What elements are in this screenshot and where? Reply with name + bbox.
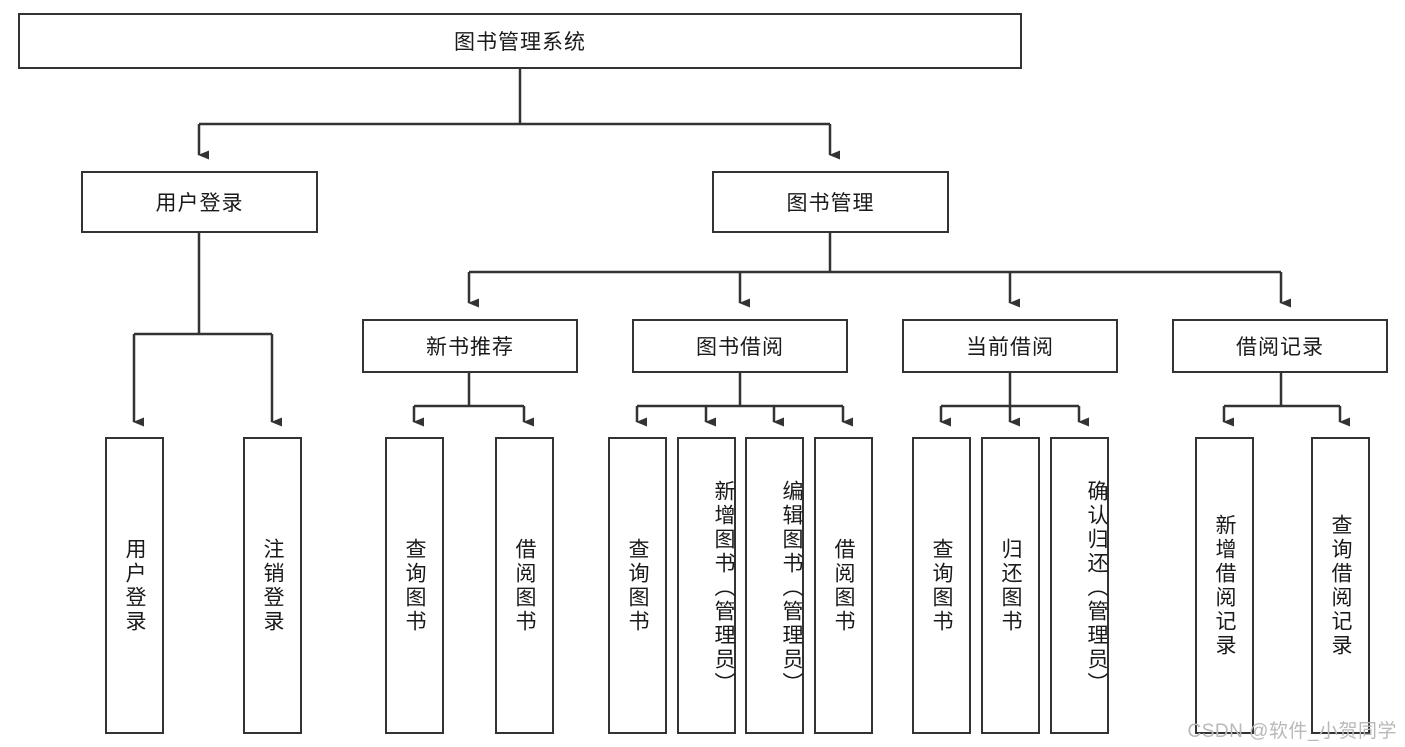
leaf-label: 确认归还（管理员） [1085,479,1108,696]
leaf-label: 用户登录 [123,537,146,634]
leaf-new-book-1[interactable]: 借阅图书 [495,437,554,734]
leaf-book-borrow-2[interactable]: 编辑图书（管理员） [745,437,804,734]
leaf-book-borrow-3[interactable]: 借阅图书 [814,437,873,734]
node-book-borrow-label: 图书借阅 [696,336,784,359]
leaf-user-login-0[interactable]: 用户登录 [105,437,164,734]
node-current-borrow-label: 当前借阅 [966,336,1054,359]
leaf-borrow-record-0[interactable]: 新增借阅记录 [1195,437,1254,734]
leaf-label: 查询借阅记录 [1329,513,1352,658]
leaf-label: 归还图书 [999,537,1022,634]
leaf-label: 查询图书 [626,537,649,634]
leaf-label: 查询图书 [403,537,426,634]
leaf-label: 借阅图书 [832,537,855,634]
leaf-current-borrow-0[interactable]: 查询图书 [912,437,971,734]
node-user-login[interactable]: 用户登录 [81,171,318,233]
leaf-current-borrow-2[interactable]: 确认归还（管理员） [1050,437,1109,734]
node-book-manage-label: 图书管理 [786,192,875,215]
node-borrow-record-label: 借阅记录 [1236,336,1324,359]
leaf-label: 新增借阅记录 [1213,513,1236,658]
node-new-book-recommend-label: 新书推荐 [426,336,514,359]
leaf-borrow-record-1[interactable]: 查询借阅记录 [1311,437,1370,734]
leaf-book-borrow-0[interactable]: 查询图书 [608,437,667,734]
leaf-user-login-1[interactable]: 注销登录 [243,437,302,734]
leaf-book-borrow-1[interactable]: 新增图书（管理员） [677,437,736,734]
node-user-login-label: 用户登录 [155,192,244,215]
leaf-new-book-0[interactable]: 查询图书 [385,437,444,734]
node-root-label: 图书管理系统 [454,31,586,54]
watermark: CSDN @软件_小贺同学 [1187,721,1397,742]
leaf-label: 新增图书（管理员） [712,479,735,696]
node-root[interactable]: 图书管理系统 [18,13,1022,69]
node-borrow-record[interactable]: 借阅记录 [1172,319,1388,373]
node-book-manage[interactable]: 图书管理 [712,171,949,233]
node-current-borrow[interactable]: 当前借阅 [902,319,1118,373]
node-new-book-recommend[interactable]: 新书推荐 [362,319,578,373]
leaf-current-borrow-1[interactable]: 归还图书 [981,437,1040,734]
leaf-label: 查询图书 [930,537,953,634]
leaf-label: 注销登录 [261,537,284,634]
node-book-borrow[interactable]: 图书借阅 [632,319,848,373]
leaf-label: 借阅图书 [513,537,536,634]
leaf-label: 编辑图书（管理员） [780,479,803,696]
